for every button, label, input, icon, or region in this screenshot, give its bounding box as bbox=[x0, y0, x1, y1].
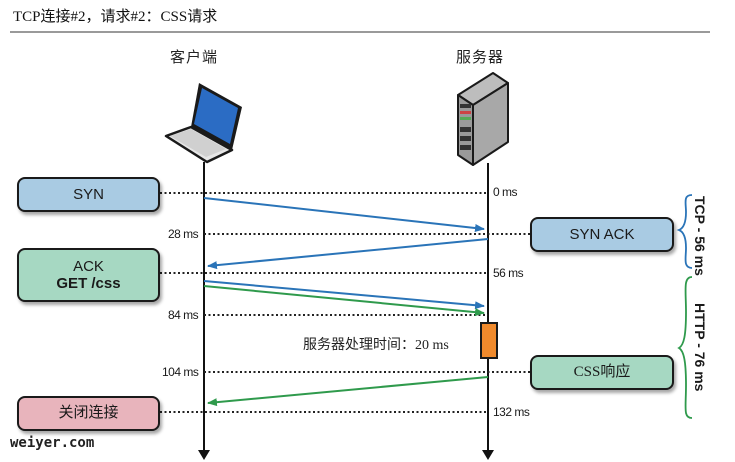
server-icon bbox=[457, 72, 509, 166]
close-connection-label: 关闭连接 bbox=[58, 405, 119, 421]
get-css-label: GET /css bbox=[56, 275, 121, 292]
client-label: 客户端 bbox=[170, 50, 219, 66]
syn-ack-box: SYN ACK bbox=[530, 217, 674, 252]
laptop-icon bbox=[164, 83, 242, 164]
syn-box: SYN bbox=[17, 177, 160, 212]
syn-label: SYN bbox=[73, 186, 104, 203]
title-divider bbox=[10, 31, 710, 33]
css-response-box: CSS响应 bbox=[530, 355, 674, 390]
timestamp-132ms: 132 ms bbox=[493, 405, 530, 419]
css-response-label: CSS响应 bbox=[573, 364, 631, 380]
syn-ack-arrow bbox=[207, 238, 489, 270]
server-processing-bar bbox=[480, 322, 498, 359]
client-lifeline-arrowhead bbox=[198, 450, 210, 460]
ack-arrow bbox=[203, 280, 485, 310]
server-lifeline-arrowhead bbox=[482, 450, 494, 460]
css-response-arrow bbox=[207, 376, 489, 407]
close-connection-box: 关闭连接 bbox=[17, 396, 160, 431]
watermark: weiyer.com bbox=[10, 435, 95, 451]
syn-arrow bbox=[203, 197, 485, 232]
timestamp-28ms: 28 ms bbox=[168, 227, 199, 241]
syn-ack-label: SYN ACK bbox=[569, 226, 635, 243]
timestamp-0ms: 0 ms bbox=[493, 185, 518, 199]
http-brace bbox=[677, 276, 693, 419]
tcp-brace bbox=[676, 194, 693, 269]
timestamp-104ms: 104 ms bbox=[162, 365, 199, 379]
http-duration-label: HTTP - 76 ms bbox=[692, 303, 708, 392]
server-processing-label: 服务器处理时间：20 ms bbox=[303, 338, 449, 353]
get-css-arrow bbox=[203, 285, 485, 317]
timestamp-84ms: 84 ms bbox=[168, 308, 199, 322]
server-label: 服务器 bbox=[456, 50, 505, 66]
ack-get-box: ACK GET /css bbox=[17, 248, 160, 302]
diagram-title: TCP连接#2，请求#2：CSS请求 bbox=[13, 9, 218, 25]
ack-label: ACK bbox=[73, 258, 104, 275]
timestamp-56ms: 56 ms bbox=[493, 266, 524, 280]
tcp-duration-label: TCP - 56 ms bbox=[692, 196, 708, 276]
